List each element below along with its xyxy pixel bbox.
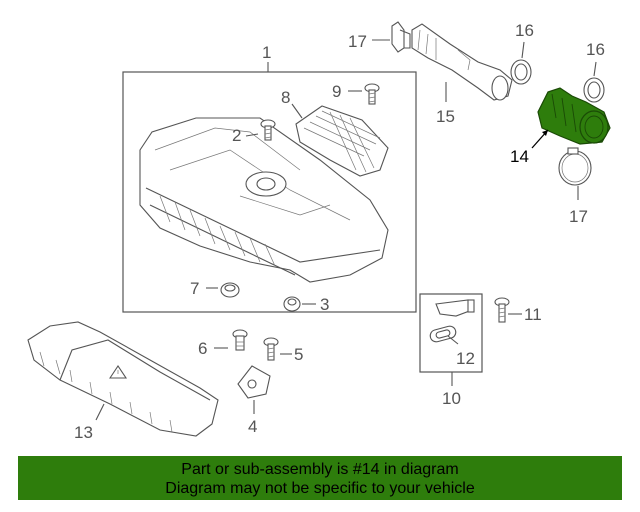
part-5-bolt[interactable] [263,337,279,361]
callout-14[interactable]: 14 [510,147,529,166]
part-7-grommet[interactable] [220,282,240,298]
callout-16-leader-right [593,61,597,77]
info-banner: Part or sub-assembly is #14 in diagram D… [18,456,622,500]
callout-8[interactable]: 8 [281,88,290,107]
callout-13[interactable]: 13 [74,423,93,442]
part-11-bolt[interactable] [494,297,510,323]
part-15-intake-hose[interactable] [411,23,513,101]
part-10-sensor[interactable] [435,299,475,317]
air-cleaner-housing[interactable] [139,117,389,283]
callout-15[interactable]: 15 [436,107,455,126]
callout-4[interactable]: 4 [248,417,257,436]
callout-2[interactable]: 2 [232,126,241,145]
callout-16-right[interactable]: 16 [586,40,605,59]
callout-1[interactable]: 1 [262,43,271,62]
assembly-10-frame [419,293,483,373]
part-14-intake-duct[interactable] [537,87,611,145]
part-17-clamp-lower[interactable] [558,147,592,186]
banner-line-2: Diagram may not be specific to your vehi… [165,480,475,497]
part-2-bolt[interactable] [260,119,276,141]
callout-9[interactable]: 9 [332,82,341,101]
callout-10[interactable]: 10 [442,389,461,408]
part-16-seal-right[interactable] [583,77,605,103]
callout-2-leader [245,133,259,137]
assembly-1-frame [122,71,417,313]
callout-17-lower[interactable]: 17 [569,207,588,226]
callout-16-leader-left [521,41,525,59]
part-8-filter[interactable] [295,105,389,177]
callout-7[interactable]: 7 [190,279,199,298]
parts-diagram: 1 8 9 2 7 [27,21,611,442]
banner-line-1: Part or sub-assembly is #14 in diagram [181,461,459,478]
callout-3[interactable]: 3 [320,295,329,314]
part-13-shroud[interactable] [27,321,219,437]
callout-12[interactable]: 12 [456,349,475,368]
callout-14-arrowhead [542,130,548,136]
callout-6[interactable]: 6 [198,339,207,358]
part-12-gasket[interactable] [429,325,457,343]
callout-17-upper[interactable]: 17 [348,32,367,51]
callout-13-leader [95,403,105,421]
part-3-grommet[interactable] [283,296,301,312]
callout-8-leader [291,103,303,119]
callout-12-leader [447,335,459,345]
part-9-bolt[interactable] [364,83,380,105]
part-17-clamp-upper[interactable] [391,21,411,53]
callout-16-left[interactable]: 16 [515,21,534,40]
callout-5[interactable]: 5 [294,345,303,364]
part-6-push-clip[interactable] [232,329,248,351]
part-16-seal-left[interactable] [510,59,532,85]
part-4-bracket[interactable] [237,365,271,399]
callout-11[interactable]: 11 [524,305,542,324]
